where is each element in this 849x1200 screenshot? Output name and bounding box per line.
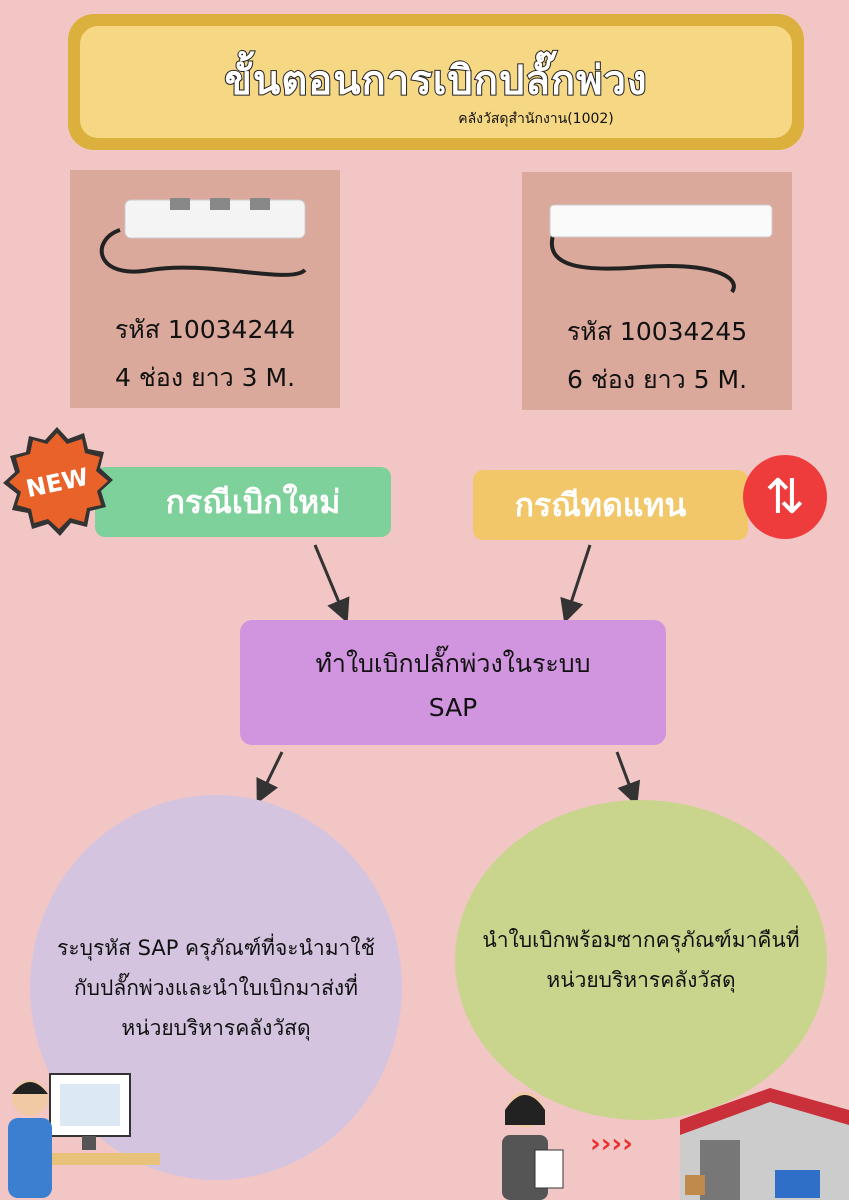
power-strip-4-image [99, 198, 307, 277]
product-code: รหัส 10034244 [114, 315, 296, 344]
sap-step-line1: ทำใบเบิกปลั๊กพ่วงในระบบ [315, 649, 591, 678]
arrow-replace-to-step [560, 544, 592, 624]
warehouse-illustration: ›››› [502, 1088, 849, 1200]
replace-case-outcome-text: นำใบเบิกพร้อมซากครุภัณฑ์มาคืนที่หน่วยบริ… [482, 928, 800, 992]
product-spec: 4 ช่อง ยาว 3 M. [114, 363, 296, 392]
arrow-step-to-right [615, 751, 641, 807]
sap-step-line2: SAP [428, 693, 478, 722]
product-spec: 6 ช่อง ยาว 5 M. [566, 365, 748, 394]
power-strip-6-image [549, 204, 773, 294]
new-case-label: กรณีเบิกใหม่ [95, 467, 391, 537]
arrow-new-to-step [313, 544, 350, 624]
title-banner: ขั้นตอนการเบิกปลั๊กพ่วง คลังวัสดุสำนักงา… [68, 14, 804, 150]
swap-arrows-icon: ⇅ [743, 455, 827, 539]
chevrons-icon: ›››› [590, 1129, 633, 1159]
page-subtitle: คลังวัสดุสำนักงาน(1002) [458, 111, 614, 127]
new-badge-icon: NEW [3, 427, 113, 536]
product-code: รหัส 10034245 [566, 317, 748, 346]
sap-step-box: ทำใบเบิกปลั๊กพ่วงในระบบ SAP [240, 620, 666, 745]
office-worker-illustration [8, 1073, 160, 1198]
replace-case-outcome: นำใบเบิกพร้อมซากครุภัณฑ์มาคืนที่หน่วยบริ… [455, 800, 827, 1120]
product-card-4-outlet: รหัส 10034244 4 ช่อง ยาว 3 M. [70, 170, 340, 408]
arrow-step-to-left [256, 751, 284, 804]
replace-case-label: กรณีทดแทน [473, 470, 748, 540]
new-case-outcome-text: ระบุรหัส SAP ครุภัณฑ์ที่จะนำมาใช้กับปลั๊… [57, 935, 375, 1040]
product-card-6-outlet: รหัส 10034245 6 ช่อง ยาว 5 M. [522, 172, 792, 410]
page-title: ขั้นตอนการเบิกปลั๊กพ่วง [224, 57, 648, 105]
